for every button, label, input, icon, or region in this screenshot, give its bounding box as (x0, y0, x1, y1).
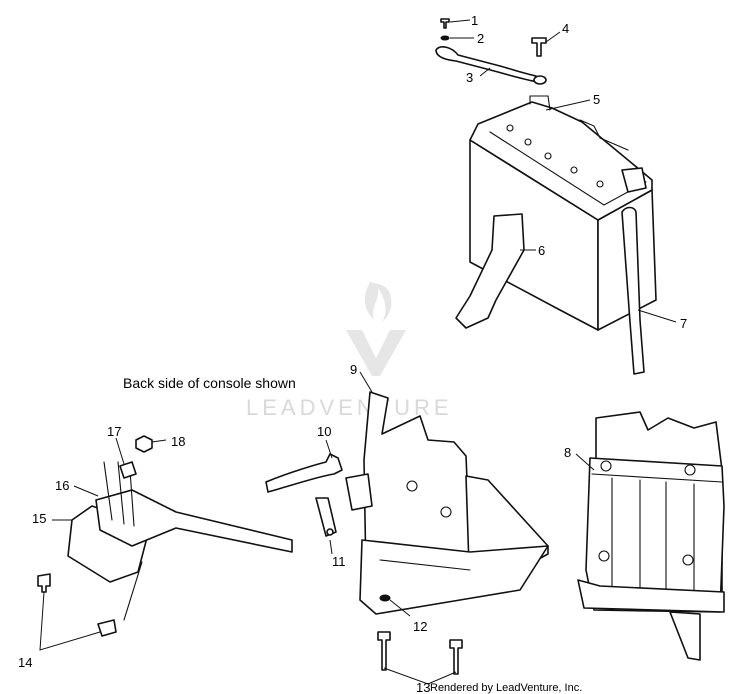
callout-12: 12 (413, 619, 427, 634)
battery-box-tab (669, 611, 701, 661)
callout-14: 14 (18, 655, 32, 670)
callout-1: 1 (471, 13, 478, 28)
credit-text: Rendered by LeadVenture, Inc. (430, 682, 582, 694)
console-assembly (37, 435, 293, 637)
bracket-base-plate (359, 539, 549, 615)
callout-3: 3 (466, 70, 473, 85)
watermark: LEADVENTURE (246, 282, 453, 420)
callout-7: 7 (680, 316, 687, 331)
bolt-13a (377, 631, 391, 671)
callouts: 1 2 3 4 5 6 7 8 9 10 11 12 13 14 15 16 1… (18, 13, 687, 694)
callout-16: 16 (55, 478, 69, 493)
callout-2: 2 (477, 31, 484, 46)
callout-5: 5 (593, 92, 600, 107)
bolt-13b (449, 639, 463, 675)
relay-bracket-16 (95, 489, 293, 553)
vent-tube-7 (621, 206, 645, 375)
battery-bracket (345, 391, 549, 615)
cable-10 (265, 453, 343, 493)
screw-12 (379, 594, 391, 602)
callout-9: 9 (350, 362, 357, 377)
bolt-14b (97, 619, 117, 637)
screw-1 (440, 18, 450, 29)
callout-17: 17 (107, 424, 121, 439)
callout-6: 6 (538, 243, 545, 258)
fuse-holder-11 (315, 497, 337, 537)
bracket-clip (345, 473, 373, 511)
callout-13: 13 (416, 680, 430, 694)
watermark-v-icon (346, 330, 406, 376)
callout-10: 10 (317, 424, 331, 439)
console-note: Back side of console shown (123, 375, 296, 391)
bolt-4 (531, 37, 547, 57)
battery-terminal (621, 167, 647, 193)
bolt-14a (37, 573, 51, 593)
leader-lines (39, 19, 677, 685)
watermark-flame-icon (364, 282, 392, 322)
callout-8: 8 (564, 445, 571, 460)
connector-17 (119, 461, 137, 479)
cable-ring-terminal (533, 75, 547, 85)
battery-box (577, 411, 725, 661)
callout-4: 4 (562, 21, 569, 36)
cable-3 (435, 46, 539, 83)
watermark-text: LEADVENTURE (246, 395, 453, 420)
washer-2 (440, 35, 450, 41)
battery-strap-6 (455, 213, 525, 329)
nut-18 (135, 435, 153, 453)
callout-11: 11 (332, 554, 346, 569)
callout-15: 15 (32, 511, 46, 526)
battery (469, 95, 657, 331)
callout-18: 18 (171, 434, 185, 449)
battery-cable-assembly (435, 18, 547, 85)
